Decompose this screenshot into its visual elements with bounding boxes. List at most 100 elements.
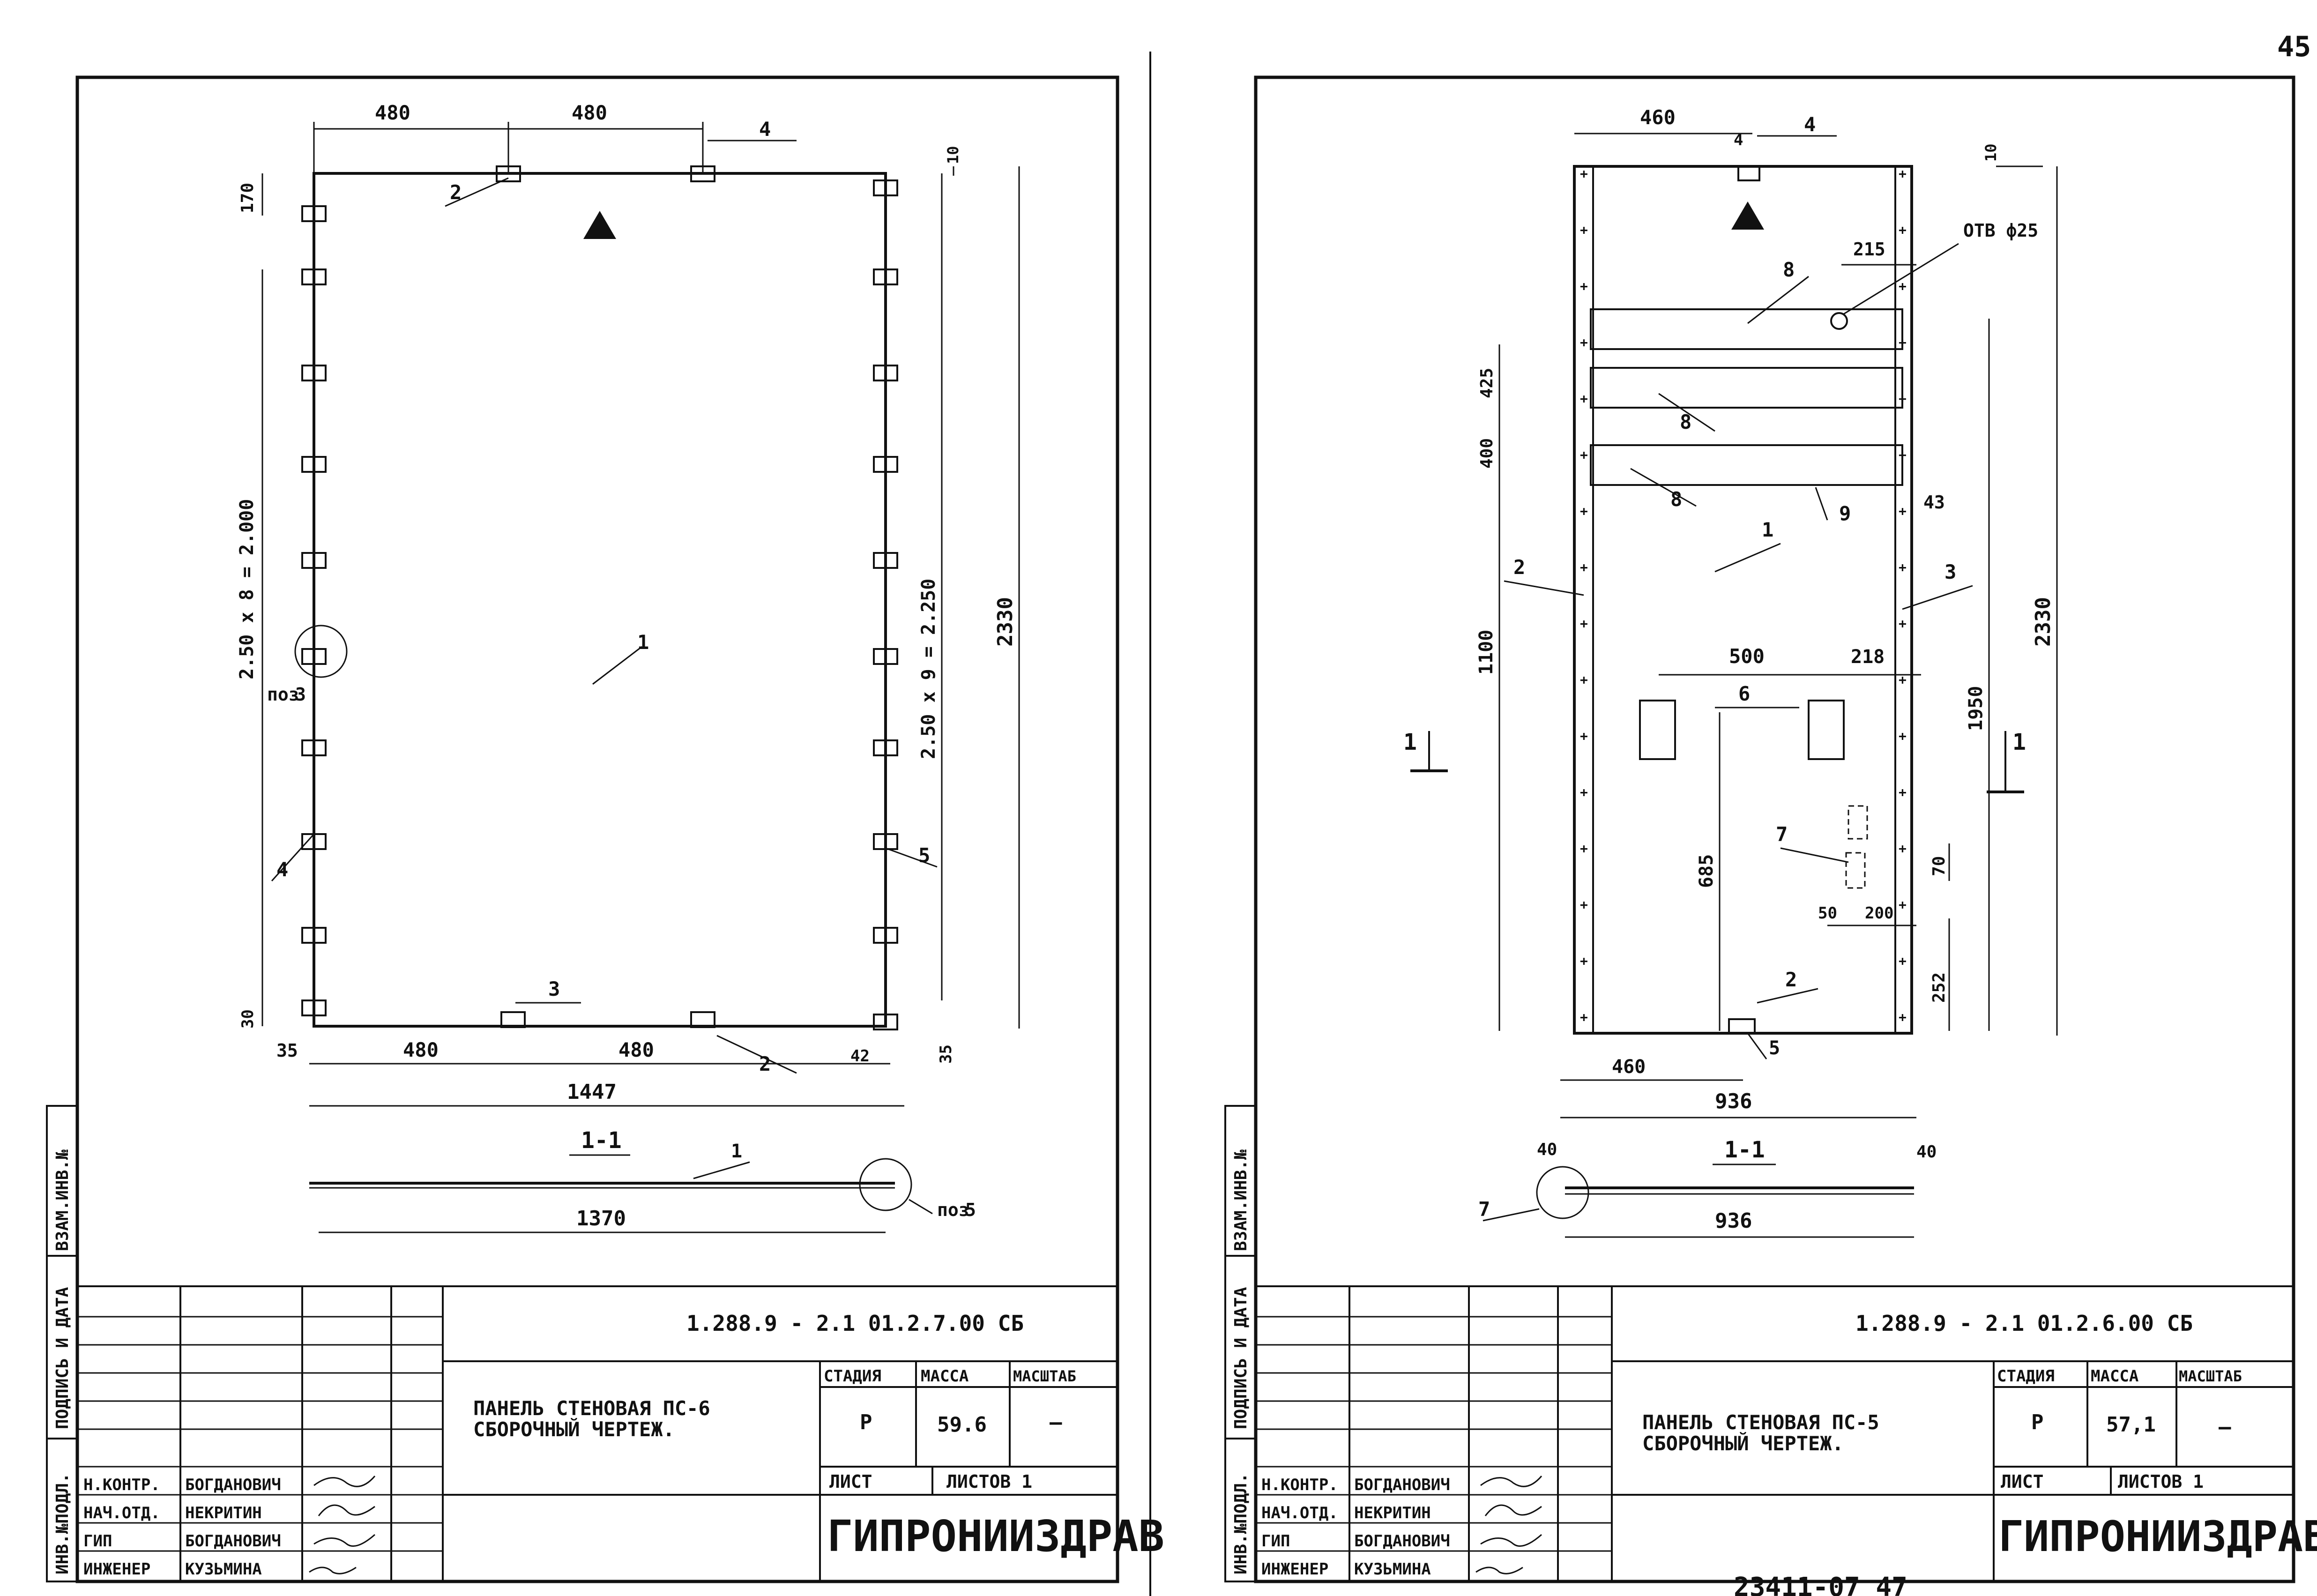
right-role-3: ГИП (1261, 1532, 1290, 1551)
edge-tick: + (1899, 335, 1907, 350)
right-scale: — (2219, 1415, 2231, 1439)
clip-plate (500, 1011, 526, 1028)
dim-left-bot-a: 480 (403, 1038, 439, 1061)
side-label-replace: ВЗАМ.ИНВ.№ (53, 1149, 72, 1251)
right-section-pos-7: 7 (1478, 1198, 1490, 1221)
clip-plate (690, 1011, 715, 1028)
right-side-strip: ВЗАМ.ИНВ.№ ПОДПИСЬ И ДАТА ИНВ.№ПОДЛ. (1224, 1105, 1257, 1582)
dim-r-50: 50 (1818, 904, 1837, 923)
left-pos-3: 3 (548, 977, 560, 1000)
clip-plate (873, 365, 898, 381)
dim-left-42: 42 (850, 1047, 870, 1066)
right-pos-5: 5 (1769, 1037, 1780, 1059)
left-sheet: ВЗАМ.ИНВ.№ ПОДПИСЬ И ДАТА ИНВ.№ПОДЛ. 480… (46, 75, 1164, 1583)
dim-left-height: 2330 (993, 597, 1017, 647)
edge-tick: + (1899, 503, 1907, 519)
left-role-4: ИНЖЕНЕР (83, 1560, 150, 1579)
right-pos-7: 7 (1776, 823, 1788, 846)
right-section: 1-1 7 40 40 936 (1478, 1137, 1937, 1238)
right-frame (1254, 75, 2295, 1583)
right-title-line-1: ПАНЕЛЬ СТЕНОВАЯ ПС-5 (1642, 1411, 1879, 1434)
left-section: 1-1 1 поз 5 1370 (309, 1127, 976, 1233)
right-dimensions: 460 10 215 ОТВ ф25 425 400 1100 2330 195… (1475, 106, 2058, 1119)
dim-r-10: 10 (1982, 143, 2000, 162)
edge-tick: + (1899, 1009, 1907, 1025)
right-doc-code: 1.288.9 - 2.1 01.2.6.00 СБ (1855, 1311, 2193, 1336)
dim-left-width: 1447 (567, 1080, 617, 1104)
right-signatures (1475, 1476, 1542, 1574)
edge-tick: + (1580, 953, 1588, 969)
dim-left-170: 170 (238, 183, 257, 213)
left-name-4: КУЗЬМИНА (185, 1560, 262, 1579)
dim-left-run: 2.50 x 8 = 2.000 (236, 499, 258, 679)
left-pos-5: 5 (918, 844, 930, 867)
right-name-2: НЕКРИТИН (1354, 1504, 1431, 1522)
edge-tick: + (1580, 447, 1588, 462)
left-section-pos-1: 1 (731, 1141, 742, 1162)
left-role-2: НАЧ.ОТД. (83, 1504, 160, 1522)
dim-r-1950: 1950 (1965, 686, 1987, 731)
right-section-title: 1-1 (1724, 1137, 1765, 1163)
edge-tick: + (1580, 784, 1588, 800)
dim-r-218: 218 (1851, 646, 1885, 668)
clip-plate (873, 179, 898, 196)
left-pos-4: 4 (759, 118, 771, 141)
dim-r-hole: ОТВ ф25 (1963, 220, 2038, 241)
edge-tick: + (1899, 728, 1907, 744)
left-callout-poz3: поз (267, 684, 299, 705)
right-side-label-inv: ИНВ.№ПОДЛ. (1231, 1473, 1251, 1574)
clip-plate (301, 205, 327, 222)
clip-plate (301, 999, 327, 1016)
right-pos-8b: 8 (1680, 410, 1691, 433)
edge-tick: + (1580, 222, 1588, 238)
right-dashed-7b (1845, 852, 1866, 889)
left-callout-poz5: поз (937, 1200, 969, 1220)
dim-right-run: 2.50 x 9 = 2.250 (918, 579, 939, 759)
right-stage-header: СТАДИЯ (1997, 1367, 2055, 1386)
left-pos-2b: 2 (759, 1052, 771, 1075)
right-name-1: БОГДАНОВИЧ (1354, 1476, 1450, 1494)
left-frame (75, 75, 1119, 1583)
right-pos-4-top: 4 (1804, 113, 1816, 136)
right-pos-2: 2 (1513, 556, 1525, 579)
right-plate-6a (1639, 700, 1676, 760)
edge-tick: + (1899, 616, 1907, 631)
left-mass: 59.6 (937, 1413, 987, 1437)
right-pos-8c: 8 (1670, 488, 1682, 511)
right-pos-4-small: 4 (1734, 131, 1743, 149)
right-strip-8a (1590, 308, 1903, 350)
edge-tick: + (1580, 728, 1588, 744)
left-pos-4b: 4 (276, 858, 288, 881)
right-pos-6: 6 (1738, 682, 1750, 705)
left-org: ГИПРОНИИЗДРАВ (827, 1511, 1164, 1561)
right-strip-8b (1590, 367, 1903, 409)
left-sheets-label: ЛИСТОВ 1 (946, 1471, 1032, 1492)
clip-plate (301, 739, 327, 756)
right-pos-2b: 2 (1785, 968, 1797, 991)
dim-left-bot-b: 480 (618, 1038, 654, 1061)
edge-tick: + (1580, 1009, 1588, 1025)
dim-r-500: 500 (1729, 645, 1765, 668)
edge-tick: + (1580, 559, 1588, 575)
side-label-sign: ПОДПИСЬ И ДАТА (53, 1287, 72, 1429)
clip-plate (873, 648, 898, 665)
right-role-2: НАЧ.ОТД. (1261, 1504, 1338, 1522)
clip-plate (873, 833, 898, 850)
edge-tick: + (1580, 672, 1588, 687)
edge-tick: + (1580, 166, 1588, 181)
right-dashed-7a (1848, 805, 1868, 840)
edge-tick: + (1580, 897, 1588, 912)
right-clip-bottom (1728, 1018, 1756, 1034)
dim-r-685: 685 (1696, 854, 1717, 888)
dim-r-1100: 1100 (1475, 630, 1497, 675)
clip-plate (873, 739, 898, 756)
dim-left-top-b: 480 (572, 101, 607, 124)
clip-plate (301, 268, 327, 285)
right-side-label-replace: ВЗАМ.ИНВ.№ (1231, 1149, 1251, 1251)
edge-tick: + (1899, 784, 1907, 800)
dim-left-top-a: 480 (375, 101, 410, 124)
edge-tick: + (1899, 166, 1907, 181)
clip-plate (873, 552, 898, 569)
left-name-1: БОГДАНОВИЧ (185, 1476, 281, 1494)
